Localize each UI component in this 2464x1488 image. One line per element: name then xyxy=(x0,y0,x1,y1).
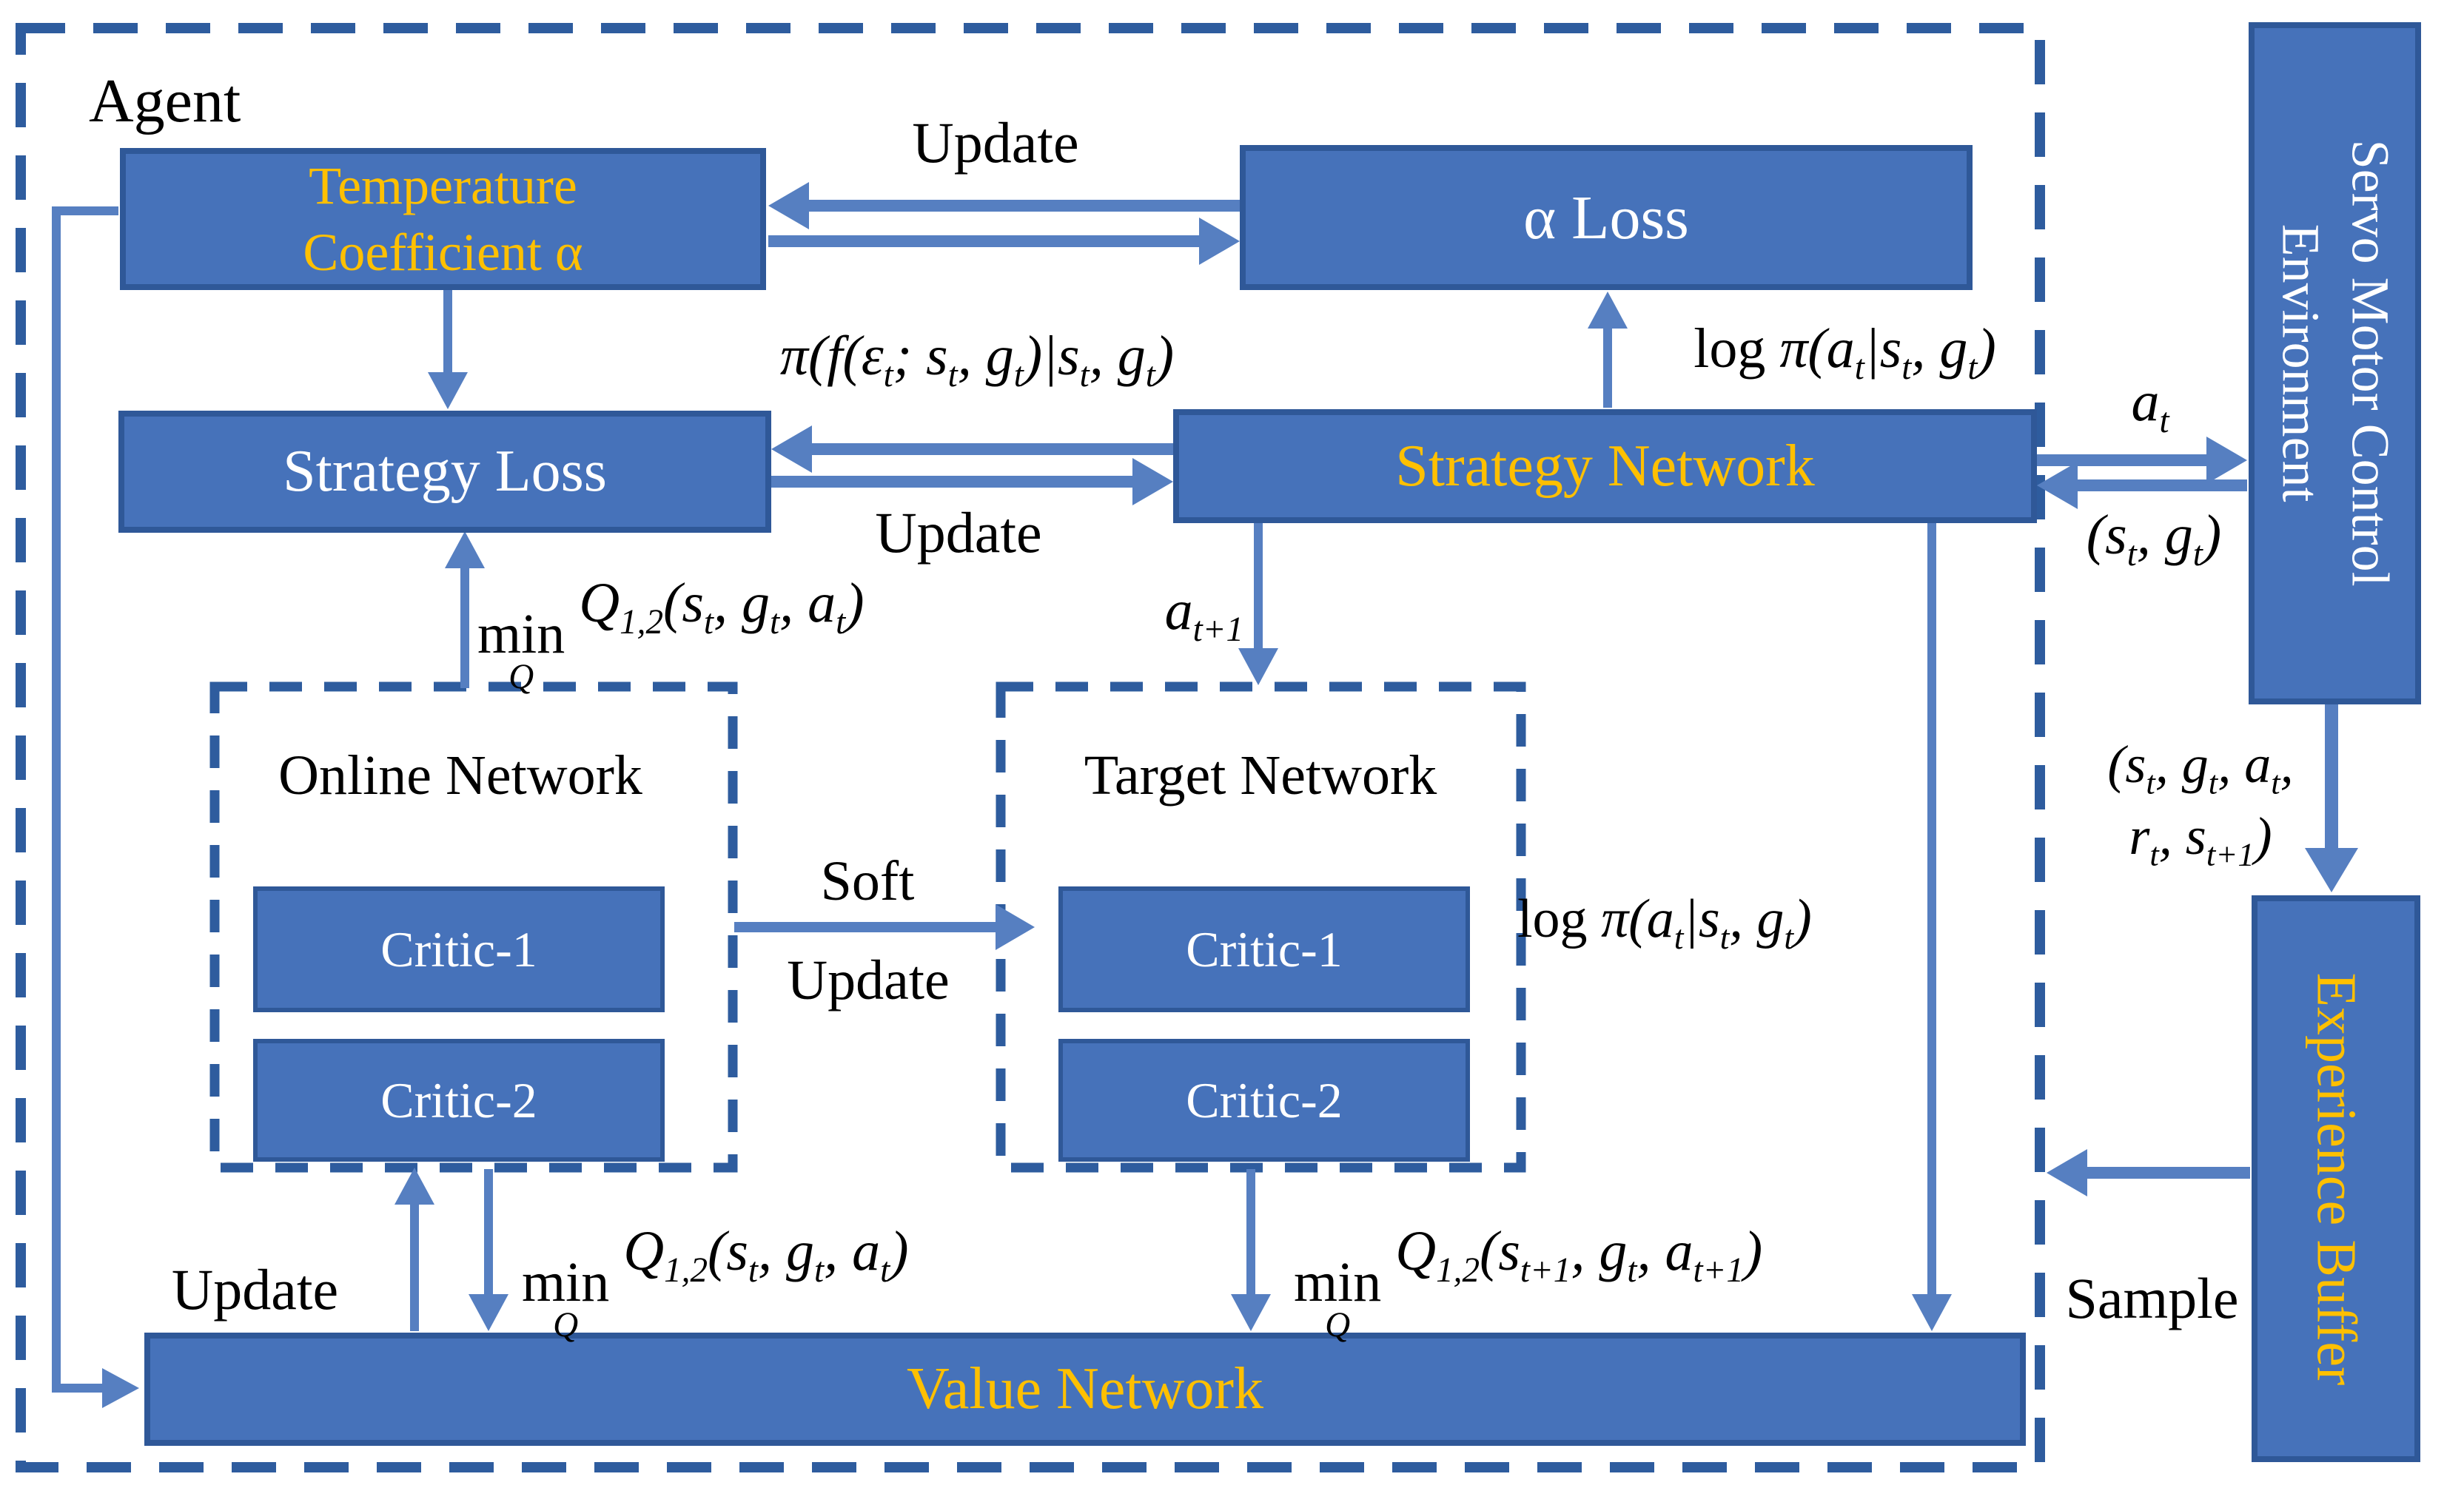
strategyloss-to-strategynet-arrowhead xyxy=(1132,458,1173,505)
log-pi-top-formula: log π(at|st, gt) xyxy=(1693,317,1996,388)
sample-label: Sample xyxy=(2065,1266,2239,1330)
environment-box: Servo Motor Control Environment xyxy=(2249,22,2421,704)
temp-to-strategyloss-arrowhead xyxy=(428,372,468,409)
alpha-loss-box: α Loss xyxy=(1240,145,1973,290)
value-to-online-arrowhead xyxy=(395,1168,434,1205)
transition-tuple-label: (st, gt, at, rt, st+1) xyxy=(2049,729,2352,872)
target-critic2-label: Critic-2 xyxy=(1186,1071,1343,1128)
target-network-title: Target Network xyxy=(1084,744,1437,807)
online-to-strategyloss-arrowhead xyxy=(445,531,485,568)
environment-to-strategynet-arrowhead xyxy=(2037,462,2078,509)
strategy-loss-label: Strategy Loss xyxy=(283,439,607,504)
sample-arrowhead xyxy=(2047,1149,2087,1196)
target-critic1-box: Critic-1 xyxy=(1058,886,1470,1012)
soft-update-label: Update xyxy=(787,949,950,1011)
update-top-label: Update xyxy=(912,110,1079,175)
online-to-value-arrowhead xyxy=(469,1294,508,1331)
temp-to-alphaloss-arrowhead xyxy=(1199,218,1240,265)
target-critic1-label: Critic-1 xyxy=(1186,920,1343,977)
transition-tuple-line2: rt, st+1) xyxy=(2129,807,2272,873)
soft-label: Soft xyxy=(820,850,915,912)
strategynet-to-alphaloss-arrowhead xyxy=(1588,292,1628,329)
temperature-coefficient-line2: Coefficient α xyxy=(303,223,583,282)
temperature-coefficient-line1: Temperature xyxy=(309,156,577,215)
online-critic2-label: Critic-2 xyxy=(380,1071,537,1128)
strategynet-to-value-arrowhead xyxy=(1912,1294,1952,1331)
online-network-boundary xyxy=(209,681,738,1173)
experience-buffer-box: Experience Buffer xyxy=(2252,895,2420,1462)
target-to-value-arrowhead xyxy=(1231,1294,1271,1331)
strategynet-to-strategyloss-arrowhead xyxy=(771,425,812,473)
online-critic2-box: Critic-2 xyxy=(253,1039,665,1162)
action-to-environment-arrowhead xyxy=(2206,437,2247,484)
value-network-box: Value Network xyxy=(144,1333,2026,1446)
agent-label: Agent xyxy=(89,67,241,135)
agent-boundary xyxy=(16,23,2045,1472)
state-goal-label: (st, gt) xyxy=(2086,504,2222,574)
next-action-label: at+1 xyxy=(1164,579,1243,650)
experience-buffer-label: Experience Buffer xyxy=(2305,972,2368,1385)
environment-to-buffer-arrowhead xyxy=(2305,848,2358,892)
update-mid-label: Update xyxy=(875,500,1042,565)
temp-to-value-arrowhead xyxy=(102,1368,139,1408)
temp-to-value-connector xyxy=(52,206,118,1393)
policy-reparam-formula: π(f(εt; st, gt)|st, gt) xyxy=(779,325,1175,395)
online-critic1-label: Critic-1 xyxy=(380,920,537,977)
alpha-loss-label: α Loss xyxy=(1523,183,1689,252)
soft-update-arrowhead xyxy=(996,904,1035,950)
environment-line2: Environment xyxy=(2271,224,2331,502)
value-network-label: Value Network xyxy=(906,1356,1264,1421)
strategynet-to-target-arrowhead xyxy=(1238,648,1278,685)
log-pi-right-formula: log π(at|st, gt) xyxy=(1517,889,1812,956)
environment-line1: Servo Motor Control xyxy=(2340,140,2400,587)
online-network-title: Online Network xyxy=(278,744,642,807)
strategy-network-label: Strategy Network xyxy=(1395,433,1815,499)
strategy-loss-box: Strategy Loss xyxy=(118,411,771,533)
target-critic2-box: Critic-2 xyxy=(1058,1039,1470,1162)
alphaloss-to-temp-arrowhead xyxy=(768,182,809,229)
strategy-network-box: Strategy Network xyxy=(1173,409,2037,523)
action-label: at xyxy=(2131,371,2169,441)
update-bottom-label: Update xyxy=(171,1257,339,1322)
transition-tuple-line1: (st, gt, at, xyxy=(2107,735,2294,801)
temperature-coefficient-box: Temperature Coefficient α xyxy=(120,148,766,290)
online-critic1-box: Critic-1 xyxy=(253,886,665,1012)
